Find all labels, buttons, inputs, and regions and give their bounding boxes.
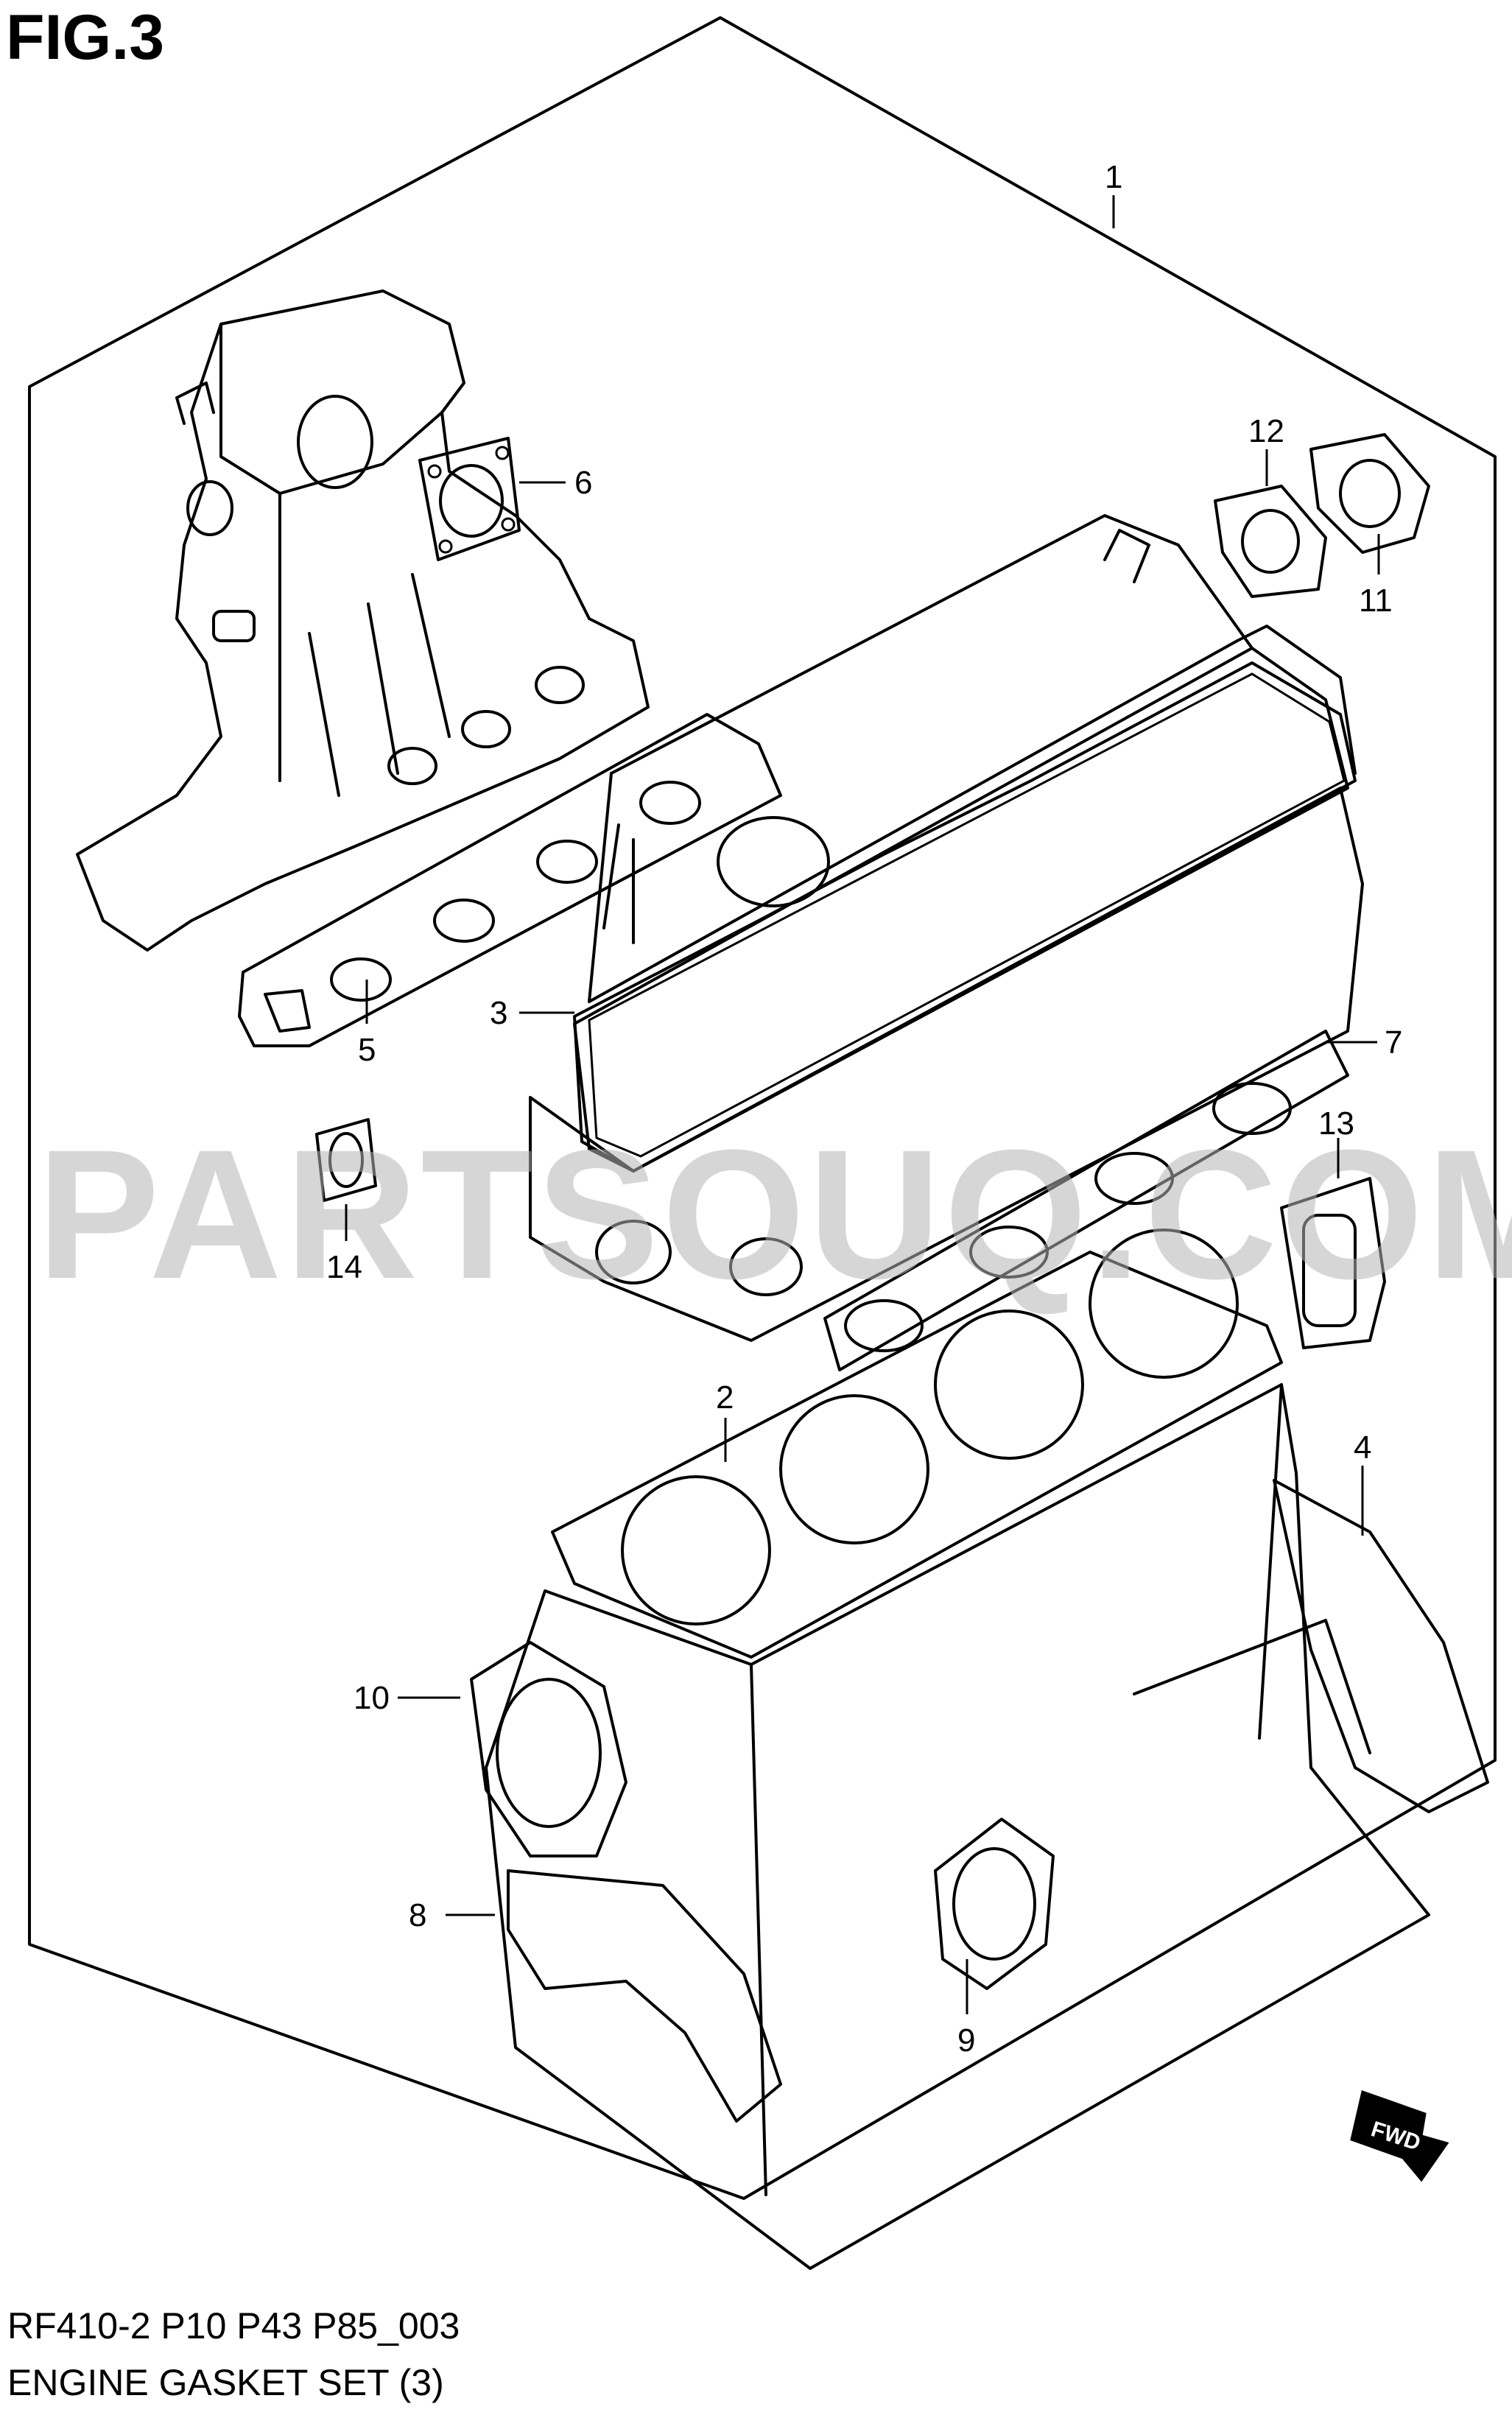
gasket-14 bbox=[315, 1118, 377, 1202]
callout-11: 11 bbox=[1359, 583, 1393, 619]
figure-title: FIG.3 bbox=[6, 2, 164, 73]
callout-13: 13 bbox=[1318, 1105, 1354, 1142]
cylinder-block bbox=[485, 1383, 1430, 2270]
callout-9: 9 bbox=[957, 2022, 975, 2059]
callout-5: 5 bbox=[358, 1032, 376, 1068]
callout-2: 2 bbox=[716, 1379, 734, 1416]
gasket-11 bbox=[1309, 433, 1430, 554]
callout-7: 7 bbox=[1385, 1024, 1402, 1061]
gasket-12 bbox=[1214, 485, 1327, 598]
cylinder-head-cover bbox=[573, 514, 1357, 1173]
intake-manifold bbox=[76, 289, 650, 952]
callout-1: 1 bbox=[1105, 159, 1122, 195]
cylinder-head bbox=[529, 787, 1364, 1342]
gasket-13 bbox=[1280, 1177, 1386, 1349]
gasket-6 bbox=[418, 437, 521, 561]
diagram-code: RF410-2 P10 P43 P85_003 bbox=[7, 2305, 460, 2347]
callout-3: 3 bbox=[490, 995, 507, 1031]
gasket-3 bbox=[573, 661, 1357, 1173]
gasket-4 bbox=[1273, 1479, 1489, 1813]
gasket-8 bbox=[507, 1869, 782, 2123]
watermark: PARTSOUQ.COM bbox=[37, 1111, 1512, 1317]
gasket-kit-outline bbox=[28, 16, 1497, 2200]
callout-14: 14 bbox=[326, 1249, 362, 1285]
callout-10: 10 bbox=[354, 1680, 390, 1716]
callout-12: 12 bbox=[1248, 413, 1284, 449]
callout-6: 6 bbox=[574, 465, 592, 501]
leader-lines bbox=[345, 195, 1380, 2014]
gasket-2 bbox=[551, 1228, 1283, 1659]
gasket-7 bbox=[823, 1030, 1349, 1371]
fwd-arrow-icon: FWD bbox=[1350, 2090, 1449, 2182]
diagram-name: ENGINE GASKET SET (3) bbox=[7, 2362, 444, 2403]
gasket-9 bbox=[934, 1818, 1055, 1990]
gasket-10 bbox=[470, 1641, 627, 1857]
gasket-5 bbox=[238, 713, 782, 1047]
callout-4: 4 bbox=[1354, 1430, 1371, 1466]
callout-8: 8 bbox=[409, 1897, 426, 1933]
